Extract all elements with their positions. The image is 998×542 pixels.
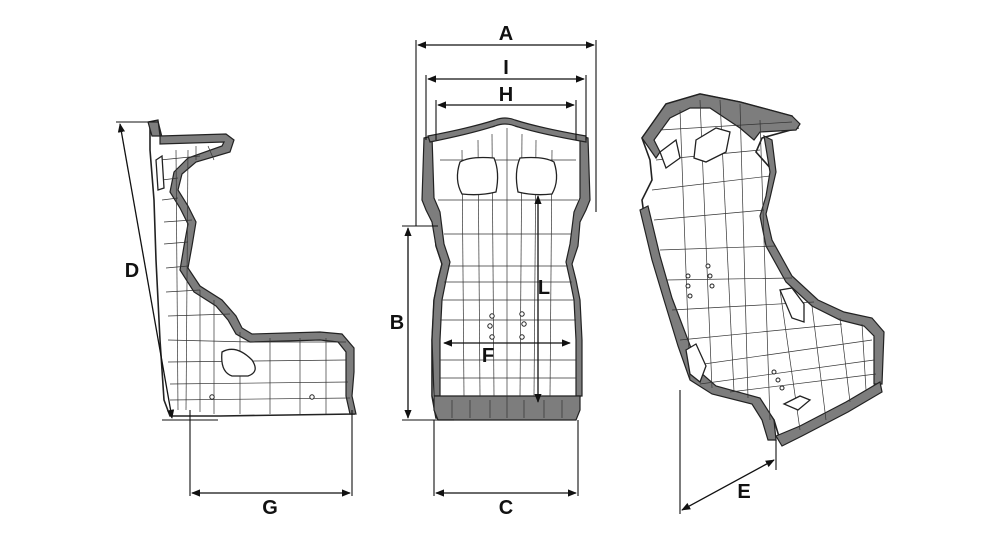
perspective-extension-lines	[679, 390, 777, 514]
dimension-d: D	[117, 123, 175, 419]
side-extension-lines	[116, 121, 353, 496]
dimension-c: C	[435, 489, 577, 519]
label-h: H	[499, 84, 513, 106]
dimension-e: E	[681, 459, 775, 511]
label-l: L	[538, 277, 550, 299]
label-i: I	[503, 57, 509, 79]
label-e: E	[737, 481, 750, 503]
label-b: B	[390, 312, 404, 334]
label-d: D	[125, 260, 139, 282]
dimension-i: I	[427, 57, 585, 83]
dimension-a: A	[417, 23, 595, 49]
dimension-l: L	[534, 195, 550, 403]
seat-perspective-view	[639, 93, 885, 447]
dimension-g: G	[191, 489, 351, 519]
front-extension-lines	[402, 40, 597, 496]
dimension-f: F	[443, 339, 571, 367]
seat-front-view	[421, 117, 591, 421]
dimension-b: B	[390, 227, 412, 419]
seat-side-view	[147, 119, 357, 417]
label-c: C	[499, 497, 513, 519]
label-g: G	[262, 497, 278, 519]
dimension-h: H	[437, 84, 575, 109]
label-a: A	[499, 23, 513, 45]
label-f: F	[482, 345, 494, 367]
